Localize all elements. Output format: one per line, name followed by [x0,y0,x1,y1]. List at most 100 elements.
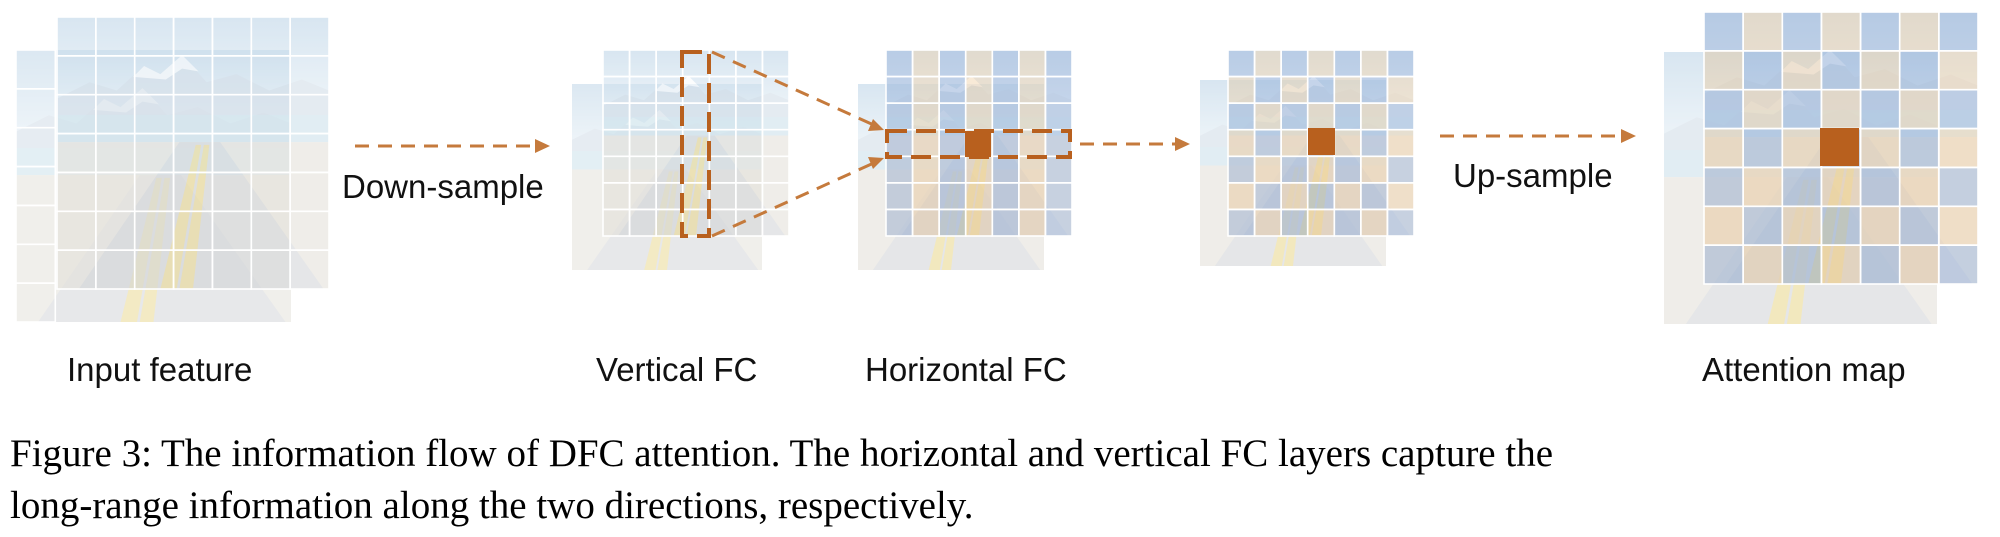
horizontal-fc-tint-cell [1018,182,1046,210]
vertical-to-horizontal-arrow-bottom [711,160,877,238]
attention-tint-cell [1938,128,1978,168]
input-feature-back-grid-cell [15,282,57,323]
attention-tint-cell [1860,128,1900,168]
attention-tint-cell [1899,89,1939,129]
attention-tint-cell [1743,167,1783,207]
vertical-fc-highlight-column [680,50,711,238]
attention-map [1664,11,1979,324]
attention-tint-cell [1782,128,1822,168]
intermediate-tint-cell [1387,182,1414,210]
horizontal-fc-tint-cell [992,129,1019,157]
intermediate-tint-cell [1281,209,1308,236]
horizontal-fc-tint-cell [992,103,1019,130]
attention-tint-cell [1821,89,1861,129]
intermediate-tint-cell [1281,156,1308,183]
horizontal-fc-highlight-row [885,129,1072,159]
intermediate-map [1200,49,1415,266]
horizontal-fc-tint-cell [1045,103,1072,130]
horizontal-fc-tint-cell [965,103,993,130]
horizontal-fc-tint-cell [1045,50,1072,77]
attention-tint-cell [1704,167,1744,207]
horizontal-fc-tint-cell [886,50,913,77]
attention-tint-cell [1899,206,1939,246]
down-sample-arrowhead [535,139,550,153]
attention-tint-cell [1938,12,1978,51]
attention-tint-cell [1821,245,1861,284]
intermediate-tint-cell [1281,129,1308,157]
intermediate-tint-cell [1281,50,1308,77]
attention-tint-cell [1938,167,1978,207]
horizontal-fc-tint-cell [912,129,940,157]
vertical-to-horizontal-arrow-top [711,50,877,128]
horizontal-fc-tint-cell [1018,76,1046,104]
intermediate-tint-cell [1254,129,1282,157]
attention-tint-cell [1860,12,1900,51]
intermediate-tint-cell [1228,50,1255,77]
intermediate-tint-cell [1360,103,1388,130]
attention-tint-cell [1821,12,1861,51]
up-sample-arrowhead [1621,129,1636,143]
horizontal-fc-center-cell [965,131,991,157]
attention-tint-cell [1899,50,1939,90]
attention-tint-cell [1860,89,1900,129]
attention-tint-cell [1821,50,1861,90]
input-feature-map [15,16,330,323]
horizontal-fc-tint-cell [939,129,966,157]
intermediate-tint-cell [1334,76,1361,104]
horizontal-fc-tint-cell [912,50,940,77]
arrowhead-top [868,119,884,131]
intermediate-tint-cell [1281,182,1308,210]
horizontal-fc-tint-cell [992,209,1019,236]
input-feature-front-layer [15,16,330,323]
attention-map-label: Attention map [1702,351,1906,388]
attention-tint-cell [1860,50,1900,90]
attention-tint-cell [1860,245,1900,284]
attention-tint-cell [1743,128,1783,168]
horizontal-fc-tint-cell [1045,156,1072,183]
intermediate-grid-cell [1386,208,1415,237]
attention-tint-cell [1938,206,1978,246]
intermediate-tint-cell [1307,209,1335,236]
intermediate-tint-cell [1334,209,1361,236]
attention-tint-cell [1899,167,1939,207]
intermediate-tint-cell [1360,129,1388,157]
attention-tint-cell [1821,206,1861,246]
horizontal-fc-tint-cell [912,76,940,104]
input-feature-label: Input feature [67,351,252,388]
attention-tint-cell [1704,12,1744,51]
attention-tint-cell [1743,206,1783,246]
intermediate-tint-cell [1228,129,1255,157]
horizontal-fc-tint-cell [939,50,966,77]
attention-tint-cell [1938,245,1978,284]
figure-caption: Figure 3: The information flow of DFC at… [10,428,1990,532]
intermediate-tint-cell [1281,76,1308,104]
horizontal-fc-tint-cell [939,209,966,236]
intermediate-tint-cell [1228,103,1255,130]
intermediate-tint-cell [1307,182,1335,210]
horizontal-fc-tint-cell [939,182,966,210]
attention-tint-cell [1782,206,1822,246]
intermediate-center-cell [1308,128,1335,155]
horizontal-fc-tint-cell [992,156,1019,183]
attention-tint-cell [1704,128,1744,168]
horizontal-fc-tint-cell [912,103,940,130]
intermediate-tint-cell [1254,103,1282,130]
vertical-fc-grid-cell [761,208,790,237]
intermediate-tint-cell [1334,50,1361,77]
intermediate-tint-cell [1360,156,1388,183]
horizontal-fc-tint-cell [1018,156,1046,183]
intermediate-tint-cell [1360,209,1388,236]
intermediate-tint-cell [1254,76,1282,104]
attention-tint-cell [1743,245,1783,284]
intermediate-tint-cell [1254,50,1282,77]
attention-tint-cell [1860,167,1900,207]
attention-tint-cell [1704,245,1744,284]
horizontal-fc-tint-cell [1045,76,1072,104]
attention-grid-cell [1938,244,1979,285]
caption-line-2: long-range information along the two dir… [10,484,974,527]
attention-tint-cell [1821,167,1861,207]
attention-tint-cell [1899,245,1939,284]
horizontal-fc-tint-cell [1018,209,1046,236]
horizontal-fc-label: Horizontal FC [865,351,1067,388]
intermediate-tint-cell [1307,76,1335,104]
